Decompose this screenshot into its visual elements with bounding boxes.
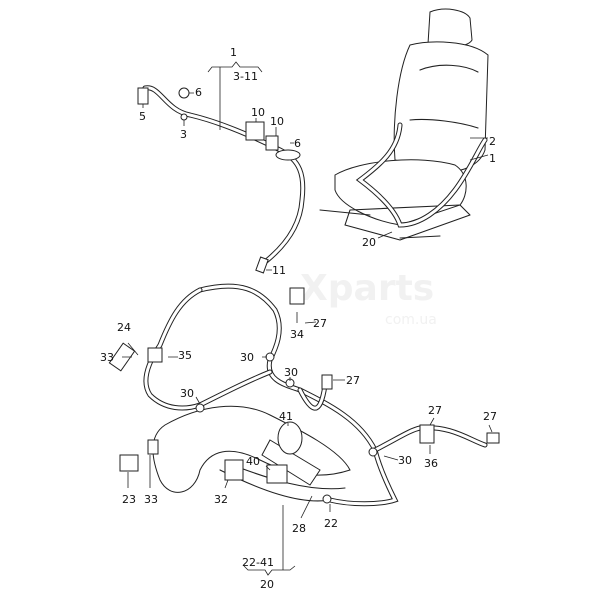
connector-27a xyxy=(321,374,333,390)
callout: 30 xyxy=(284,366,298,379)
callout: 27 xyxy=(483,410,497,423)
connector-27c xyxy=(486,432,500,444)
seat-illustration xyxy=(319,8,489,241)
callout: 27 xyxy=(428,404,442,417)
callout: 11 xyxy=(272,264,286,277)
callout: 33 xyxy=(144,493,158,506)
callout: 23 xyxy=(122,493,136,506)
watermark-domain: com.ua xyxy=(385,312,437,328)
leader-lines xyxy=(122,61,493,576)
callout: 27 xyxy=(346,374,360,387)
callout: 30 xyxy=(398,454,412,467)
clip-6 xyxy=(178,87,190,99)
callout: 41 xyxy=(279,410,293,423)
callout: 6 xyxy=(195,86,202,99)
callout: 33 xyxy=(100,351,114,364)
callout: 10 xyxy=(251,106,265,119)
callout: 6 xyxy=(294,137,301,150)
callout: 3-11 xyxy=(233,70,258,83)
callout: 2 xyxy=(489,135,496,148)
callout: 30 xyxy=(180,387,194,400)
connector-41 xyxy=(277,421,303,455)
connector-35 xyxy=(147,347,163,363)
connector-40 xyxy=(266,464,288,484)
callout: 27 xyxy=(313,317,327,330)
connector-10a xyxy=(245,121,265,141)
callout: 28 xyxy=(292,522,306,535)
seat-harness-upper xyxy=(137,85,306,274)
callout: 20 xyxy=(260,578,274,591)
connector-10b xyxy=(265,135,279,151)
callout: 34 xyxy=(290,328,304,341)
callout: 30 xyxy=(240,351,254,364)
callout: 22 xyxy=(324,517,338,530)
connector-34 xyxy=(289,287,305,305)
connector-33b xyxy=(147,439,159,455)
connector-36 xyxy=(419,424,435,444)
callout: 32 xyxy=(214,493,228,506)
connector-23 xyxy=(119,454,139,472)
seat-harness-lower xyxy=(108,283,500,507)
callout: 5 xyxy=(139,110,146,123)
callout: 24 xyxy=(117,321,131,334)
callout: 22-41 xyxy=(242,556,274,569)
clip-6b xyxy=(275,149,301,161)
callout: 10 xyxy=(270,115,284,128)
connector-5 xyxy=(137,87,149,105)
callout: 20 xyxy=(362,236,376,249)
callout: 35 xyxy=(178,349,192,362)
callout-labels: 1 3-11 6 5 3 10 10 6 11 2 1 20 24 33 35 … xyxy=(100,46,497,591)
connector-11 xyxy=(255,256,269,274)
clip-3 xyxy=(180,113,188,121)
callout: 1 xyxy=(489,152,496,165)
connector-32 xyxy=(224,459,244,481)
callout: 40 xyxy=(246,455,260,468)
watermark-brand: Xparts xyxy=(300,268,434,309)
callout: 3 xyxy=(180,128,187,141)
callout: 1 xyxy=(230,46,237,59)
callout: 36 xyxy=(424,457,438,470)
